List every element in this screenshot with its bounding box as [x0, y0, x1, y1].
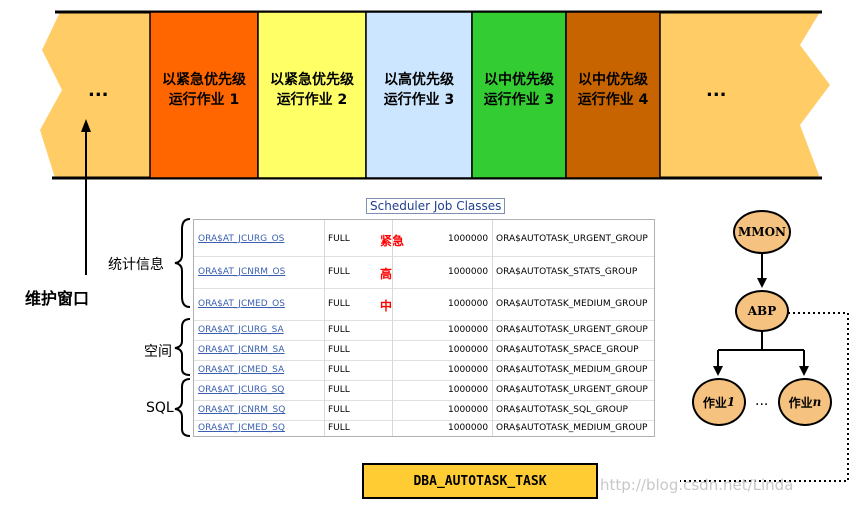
log-history: 1000000	[448, 299, 489, 309]
job-class-table: ORA$AT_JCURG_OSFULL紧急1000000ORA$AUTOTASK…	[193, 219, 655, 437]
group-braces	[174, 218, 191, 437]
timeline-block-label-4: 以中优先级运行作业 3	[472, 70, 566, 110]
autotask-task-label: DBA_AUTOTASK_TASK	[413, 473, 547, 489]
block-line2: 运行作业 3	[383, 92, 455, 108]
priority: 高	[380, 267, 393, 281]
group-label-space: 空间	[144, 344, 172, 360]
table-row: ORA$AT_JCURG_OSFULL紧急1000000ORA$AUTOTASK…	[194, 224, 654, 256]
abp-node: ABP	[735, 290, 789, 332]
mmon-label: MMON	[738, 225, 786, 239]
block-line1: 以紧急优先级	[270, 72, 354, 88]
table-row: ORA$AT_JCNRM_OS FULL 高 1000000 ORA$AUTOTASK_…	[194, 256, 654, 289]
job-n-prefix: 作业	[788, 395, 813, 410]
timeline-block-label-1: 以紧急优先级运行作业 1	[150, 70, 258, 110]
timeline-block-label-5: 以中优先级运行作业 4	[566, 70, 660, 110]
log-history: 1000000	[448, 423, 489, 433]
service-group: ORA$AUTOTASK_SQL_GROUP	[496, 405, 628, 415]
timeline-block-5	[565, 11, 661, 179]
table-row: ORA$AT_JCMED_OS FULL 中 1000000 ORA$AUTOTASK_…	[194, 288, 654, 321]
service-group: ORA$AUTOTASK_MEDIUM_GROUP	[496, 423, 648, 433]
job-n-node: 作业 n	[778, 378, 832, 426]
timeline-block-2	[257, 11, 367, 179]
job-class-link[interactable]: ORA$AT_JCNRM_SA	[198, 345, 285, 355]
service-group: ORA$AUTOTASK_MEDIUM_GROUP	[496, 299, 648, 309]
timeline-block-1	[149, 11, 259, 179]
resource-plan: FULL	[328, 325, 350, 335]
timeline-block-label-3: 以高优先级运行作业 3	[366, 70, 472, 110]
job-dots: ...	[755, 393, 769, 409]
ellipsis-right: ...	[706, 80, 727, 101]
resource-plan: FULL	[328, 345, 350, 355]
log-history: 1000000	[448, 385, 489, 395]
job-class-link[interactable]: ORA$AT_JCMED_SQ	[198, 423, 285, 433]
job-1-suffix: 1	[726, 395, 736, 409]
service-group: ORA$AUTOTASK_SPACE_GROUP	[496, 345, 639, 355]
service-group: ORA$AUTOTASK_STATS_GROUP	[496, 267, 638, 277]
job-class-link[interactable]: ORA$AT_JCNRM_SQ	[198, 405, 286, 415]
job-class-link[interactable]: ORA$AT_JCURG_SQ	[198, 385, 285, 395]
block-line1: 以中优先级	[484, 72, 554, 88]
col-divider-1	[324, 220, 325, 436]
process-tree-lines	[680, 252, 849, 482]
group-label-stats: 统计信息	[108, 257, 164, 273]
resource-plan: FULL	[328, 234, 350, 244]
table-row: ORA$AT_JCMED_SA FULL 1000000 ORA$AUTOTASK_M…	[194, 360, 654, 381]
arrow-shaft	[85, 190, 87, 275]
job-class-link[interactable]: ORA$AT_JCMED_OS	[198, 299, 285, 309]
maintenance-window-label: 维护窗口	[25, 289, 90, 308]
table-title: Scheduler Job Classes	[366, 198, 506, 214]
block-line1: 以紧急优先级	[162, 72, 246, 88]
ellipsis-left: ...	[88, 80, 109, 101]
resource-plan: FULL	[328, 299, 350, 309]
table-row: ORA$AT_JCURG_SQ FULL 1000000 ORA$AUTOTASK_U…	[194, 380, 654, 401]
service-group: ORA$AUTOTASK_URGENT_GROUP	[496, 234, 648, 244]
job-1-prefix: 作业	[702, 395, 727, 410]
block-line1: 以高优先级	[384, 72, 454, 88]
job-class-link[interactable]: ORA$AT_JCURG_SA	[198, 325, 284, 335]
abp-label: ABP	[747, 304, 777, 318]
block-line2: 运行作业 3	[483, 92, 555, 108]
col-divider-3	[492, 220, 493, 436]
resource-plan: FULL	[328, 365, 350, 375]
job-class-link[interactable]: ORA$AT_JCMED_SA	[198, 365, 285, 375]
resource-plan: FULL	[328, 423, 350, 433]
log-history: 1000000	[448, 405, 489, 415]
priority: 中	[380, 299, 393, 313]
service-group: ORA$AUTOTASK_MEDIUM_GROUP	[496, 365, 648, 375]
resource-plan: FULL	[328, 405, 350, 415]
timeline-block-label-2: 以紧急优先级运行作业 2	[258, 70, 366, 110]
block-line2: 运行作业 4	[577, 92, 649, 108]
table-row: ORA$AT_JCURG_SA FULL 1000000 ORA$AUTOTASK_U…	[194, 320, 654, 341]
timeline-block-3	[365, 11, 473, 179]
log-history: 1000000	[448, 325, 489, 335]
log-history: 1000000	[448, 345, 489, 355]
job-1-node: 作业 1	[692, 378, 746, 426]
block-line2: 运行作业 2	[276, 92, 348, 108]
resource-plan: FULL	[328, 267, 350, 277]
table-row: ORA$AT_JCNRM_SQ FULL 1000000 ORA$AUTOTASK_S…	[194, 400, 654, 421]
group-label-sql: SQL	[146, 400, 174, 416]
col-divider-2	[392, 220, 393, 436]
resource-plan: FULL	[328, 385, 350, 395]
mmon-node: MMON	[733, 210, 791, 254]
service-group: ORA$AUTOTASK_URGENT_GROUP	[496, 325, 648, 335]
brace-sql	[174, 378, 191, 437]
brace-space	[174, 318, 191, 376]
log-history: 1000000	[448, 267, 489, 277]
log-history: 1000000	[448, 365, 489, 375]
maintenance-window-arrowhead	[81, 119, 91, 132]
brace-stats	[174, 218, 191, 308]
timeline-band	[40, 10, 830, 190]
log-history: 1000000	[448, 234, 489, 244]
block-line2: 运行作业 1	[168, 92, 240, 108]
job-class-link[interactable]: ORA$AT_JCURG_OS	[198, 234, 285, 244]
service-group: ORA$AUTOTASK_URGENT_GROUP	[496, 385, 648, 395]
table-row: ORA$AT_JCMED_SQ FULL 1000000 ORA$AUTOTASK_M…	[194, 420, 654, 437]
autotask-task-box: DBA_AUTOTASK_TASK	[362, 463, 598, 499]
block-line1: 以中优先级	[578, 72, 648, 88]
job-class-link[interactable]: ORA$AT_JCNRM_OS	[198, 267, 286, 277]
job-n-suffix: n	[812, 395, 822, 409]
table-row: ORA$AT_JCNRM_SA FULL 1000000 ORA$AUTOTASK_S…	[194, 340, 654, 361]
watermark: http://blog.csdn.net/Linda	[600, 476, 794, 494]
